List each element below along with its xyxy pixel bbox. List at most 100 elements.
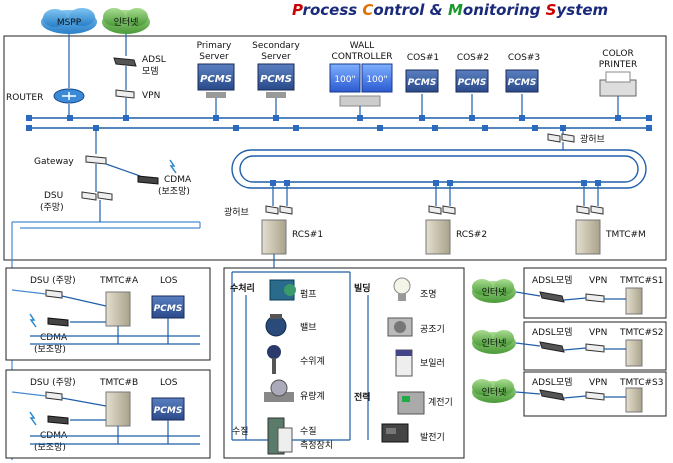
rcs1-server-icon <box>261 219 287 255</box>
remote-s2-adsl-label: ADSL모뎀 <box>532 326 572 338</box>
internet-top-label: 인터넷 <box>114 17 139 28</box>
modem-icon <box>113 57 137 67</box>
screen-label: 100" <box>366 75 387 85</box>
remote-s3-adsl-label: ADSL모뎀 <box>532 376 572 388</box>
wall-controller-icon: 100" 100" <box>329 63 393 107</box>
relay-label: 계전기 <box>428 396 453 408</box>
primary-server-icon: PCMS <box>197 63 235 98</box>
site-a-cdma-icon <box>29 313 69 328</box>
title-part: M <box>448 1 463 19</box>
remote-s2-vpn-icon <box>585 343 605 353</box>
light-label: 조명 <box>420 289 437 300</box>
cdma-sub-label: (보조망) <box>158 186 190 197</box>
pcms-label: PCMS <box>260 74 292 85</box>
remote-s3-tmtc-icon <box>625 387 643 413</box>
backbone-ports <box>26 115 652 131</box>
printer-icon <box>599 71 637 97</box>
remote-s2-tmtc-icon <box>625 339 643 367</box>
rcs2-label: RCS#2 <box>456 230 487 240</box>
secondary-server-icon: PCMS <box>257 63 295 98</box>
dsu-sub-label: (주망) <box>40 202 64 213</box>
field-devices-box <box>223 267 465 459</box>
optical-hub-icon <box>547 133 575 143</box>
dsu-label: DSU <box>44 191 63 201</box>
dsu-icon <box>81 191 113 201</box>
site-b-tmtc-label: TMTC#B <box>99 378 138 388</box>
flow-meter-icon <box>264 379 294 402</box>
boiler-label: 보일러 <box>420 358 445 369</box>
title-part: ontrol & <box>373 1 448 19</box>
cdma-icon <box>137 159 177 185</box>
boiler-icon <box>395 349 413 377</box>
site-a-tmtc-label: TMTC#A <box>99 276 139 286</box>
vpn-label: VPN <box>142 91 160 101</box>
remote-s1-tmtc-label: TMTC#S1 <box>619 276 664 286</box>
relay-icon <box>397 391 425 415</box>
internet-cloud-s1: 인터넷 <box>472 279 516 303</box>
site-b-dsu-label: DSU (주망) <box>30 377 76 388</box>
site-a-dsu-icon <box>45 289 63 299</box>
gateway-label: Gateway <box>34 157 74 167</box>
light-bulb-icon <box>393 277 411 301</box>
gateway-icon <box>85 155 107 165</box>
site-b-cdma-sub-label: (보조망) <box>34 442 66 453</box>
remote-s1-tmtc-icon <box>625 287 643 315</box>
remote-s1-adsl-label: ADSL모뎀 <box>532 274 572 286</box>
level-meter-icon <box>267 345 281 374</box>
site-a-tmtc-icon <box>105 291 131 327</box>
internet-s1-label: 인터넷 <box>482 287 507 298</box>
remote-s1-vpn-label: VPN <box>589 276 607 286</box>
title-part: P <box>292 1 303 19</box>
title-part: onitoring <box>463 1 546 19</box>
wall-controller-label: CONTROLLER <box>332 52 393 62</box>
title-part: ystem <box>556 1 608 19</box>
site-a-dsu-label: DSU (주망) <box>30 275 76 286</box>
generator-label: 발전기 <box>420 432 445 443</box>
cos2-icon: PCMS <box>455 69 489 93</box>
power-group-label: 전력 <box>354 391 371 403</box>
adsl-label: ADSL <box>142 55 166 65</box>
mspp-label: MSPP <box>57 18 82 28</box>
internet-cloud-s3: 인터넷 <box>472 379 516 403</box>
rcs2-server-icon <box>425 219 451 255</box>
pcms-label: PCMS <box>408 78 437 88</box>
site-a-cdma-sub-label: (보조망) <box>34 344 66 355</box>
site-b-dsu-icon <box>45 391 63 401</box>
primary-label: Primary <box>197 41 232 51</box>
water-quality-device-label: 측정장치 <box>300 439 333 451</box>
internet-cloud-s2: 인터넷 <box>472 330 516 354</box>
generator-icon <box>381 423 409 443</box>
pcms-label: PCMS <box>508 78 537 88</box>
screen-label: 100" <box>334 75 355 85</box>
remote-s3-modem-icon <box>539 389 565 401</box>
rcs1-hub-icon <box>265 205 293 215</box>
site-b-tmtc-icon <box>105 391 131 427</box>
site-b-los-icon: PCMS <box>151 397 185 421</box>
site-a-cdma-label: CDMA <box>40 333 68 343</box>
mspp-cloud: MSPP <box>41 8 97 34</box>
internet-s2-label: 인터넷 <box>482 338 507 349</box>
router-icon <box>53 88 85 104</box>
site-a-los-label: LOS <box>160 276 178 286</box>
remote-s3-tmtc-label: TMTC#S3 <box>619 378 664 388</box>
pcms-label: PCMS <box>154 406 183 416</box>
pcms-label: PCMS <box>154 304 183 314</box>
air-handler-icon <box>387 317 413 337</box>
remote-s2-modem-icon <box>539 341 565 353</box>
air-handler-label: 공조기 <box>420 324 445 335</box>
water-quality-label: 수질 <box>300 425 317 437</box>
secondary-server-label: Server <box>261 52 291 62</box>
cos2-label: COS#2 <box>457 53 489 63</box>
ring-inner <box>239 155 639 183</box>
tmtcm-server-icon <box>575 219 601 255</box>
remote-s2-tmtc-label: TMTC#S2 <box>619 328 664 338</box>
pcms-label: PCMS <box>458 78 487 88</box>
ring-nodes <box>270 180 601 186</box>
ring-outer <box>231 149 647 189</box>
rcs1-label: RCS#1 <box>292 230 323 240</box>
building-group-label: 빌딩 <box>354 282 371 294</box>
title-part: C <box>362 1 373 19</box>
level-meter-label: 수위계 <box>300 355 325 367</box>
water-quality-icon <box>267 417 293 455</box>
